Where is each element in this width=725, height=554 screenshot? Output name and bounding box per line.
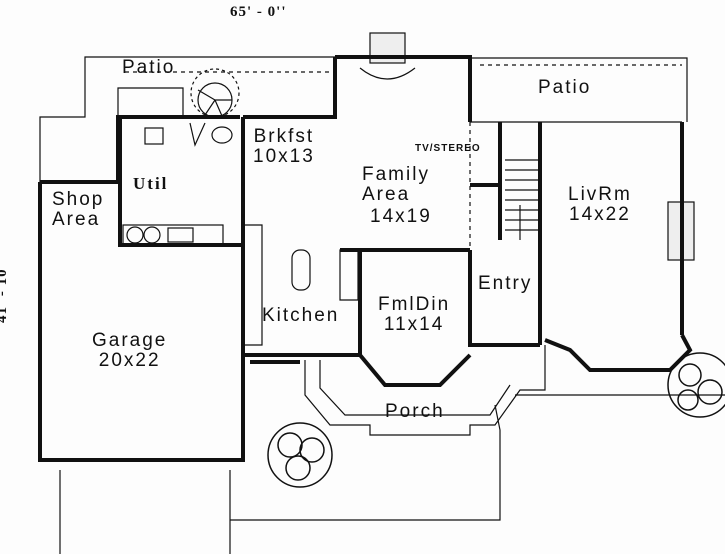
room-size: 11x14 bbox=[383, 314, 445, 335]
room-label-kitchen: Kitchen bbox=[262, 305, 340, 326]
room-size: 14x22 bbox=[569, 204, 631, 225]
tree-left bbox=[267, 422, 333, 488]
tv-stereo-label: TV/STEREO bbox=[415, 143, 481, 154]
room-label-entry: Entry bbox=[478, 273, 533, 294]
room-name: Family bbox=[362, 164, 430, 185]
tree-right bbox=[667, 352, 725, 418]
room-name: Shop bbox=[52, 189, 105, 210]
room-name: Garage bbox=[92, 330, 168, 351]
room-size: 14x19 bbox=[370, 206, 432, 227]
room-label-patio-right: Patio bbox=[538, 77, 592, 98]
room-label-patio-left: Patio bbox=[122, 57, 176, 78]
room-name-2: Area bbox=[362, 184, 411, 205]
walls bbox=[38, 55, 693, 462]
room-name: Brkfst bbox=[253, 126, 315, 147]
width-dimension: 65' - 0'' bbox=[230, 4, 287, 20]
room-name: FmlDin bbox=[378, 294, 451, 315]
room-size: 10x13 bbox=[253, 146, 315, 167]
room-name-2: Area bbox=[52, 209, 101, 230]
room-name: LivRm bbox=[568, 184, 632, 205]
depth-dimension: 41' - 10'' bbox=[0, 258, 10, 323]
room-label-util: Util bbox=[133, 174, 169, 193]
openings bbox=[125, 64, 682, 250]
room-size: 20x22 bbox=[98, 350, 161, 371]
room-label-porch: Porch bbox=[385, 401, 445, 422]
